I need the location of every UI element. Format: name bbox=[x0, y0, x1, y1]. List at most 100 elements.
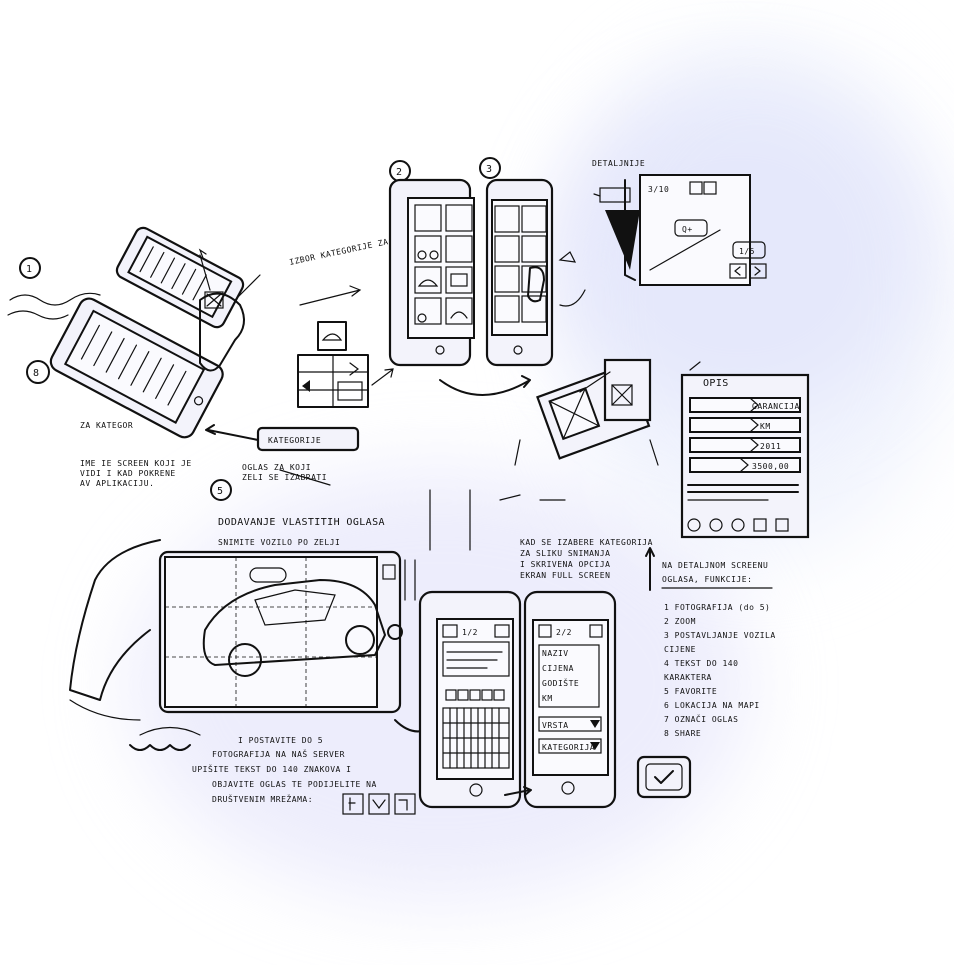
confirm-button-sketch bbox=[636, 755, 692, 799]
chevron-right-icon bbox=[349, 362, 359, 376]
phone-2-field-1: NAZIV bbox=[542, 649, 569, 658]
list-item-9: 7 OZNAČI OGLAS bbox=[664, 713, 738, 724]
step-1-circle bbox=[19, 257, 41, 279]
select-kategorija bbox=[538, 738, 602, 754]
arrow-right-icon bbox=[299, 285, 362, 306]
text-area bbox=[442, 641, 510, 677]
arrow-up-icon bbox=[198, 248, 211, 291]
opis-rows: GARANCIJA KM 2011 3500,00 bbox=[689, 397, 801, 473]
tap-target-sketch bbox=[204, 291, 224, 309]
back-button bbox=[599, 187, 631, 203]
form-phone-2: 2/2 NAZIV CIJENA GODIŠTE KM VRSTA KATEGO… bbox=[504, 590, 617, 809]
fingers-sketch bbox=[129, 744, 191, 751]
picker-note-1: OGLAS ZA KOJI bbox=[242, 463, 311, 472]
home-button bbox=[435, 345, 445, 355]
edit-icon bbox=[753, 518, 767, 532]
keyboard-sketch bbox=[442, 707, 510, 769]
bike-icon bbox=[417, 250, 427, 260]
select-kategorija-label: KATEGORIJA bbox=[542, 743, 595, 752]
car-icon bbox=[417, 279, 439, 287]
dropdown-icon bbox=[590, 720, 600, 728]
step-8-number: 8 bbox=[33, 368, 39, 379]
check-icon bbox=[654, 770, 674, 784]
bottom-line-5: DRUŠTVENIM MREŽAMA: bbox=[212, 793, 313, 804]
car-icon bbox=[337, 381, 363, 401]
bottom-line-2: FOTOGRAFIJA NA NAŠ SERVER bbox=[212, 748, 345, 759]
section-5-note-3: I SKRIVENA OPCIJA bbox=[520, 560, 610, 569]
list-item-6: KARAKTERA bbox=[664, 673, 712, 682]
list-header-2: OGLASA, FUNKCIJE: bbox=[662, 575, 752, 584]
car-tile-sketch bbox=[317, 321, 347, 351]
step-2-number: 2 bbox=[396, 167, 402, 178]
home-button bbox=[513, 345, 523, 355]
list-item-4: CIJENE bbox=[664, 645, 696, 654]
dark-shadow bbox=[605, 210, 640, 270]
scribble bbox=[9, 292, 101, 306]
phone-small-sketch bbox=[115, 226, 245, 329]
finger-sketch bbox=[199, 292, 245, 372]
bottom-line-3: UPIŠITE TEKST DO 140 ZNAKOVA I bbox=[192, 763, 352, 774]
twitter-icon bbox=[368, 793, 390, 815]
camera-viewfinder bbox=[164, 556, 378, 708]
car-sketch bbox=[202, 579, 386, 666]
text-block bbox=[687, 484, 799, 493]
step-8-circle bbox=[26, 360, 50, 384]
doodle bbox=[499, 494, 566, 501]
category-button-label: KATEGORIJE bbox=[268, 436, 321, 445]
list-item-8: 6 LOKACIJA NA MAPI bbox=[664, 701, 760, 710]
search-icon bbox=[731, 518, 745, 532]
boat-icon bbox=[450, 311, 468, 319]
section-5-note-4: EKRAN FULL SCREEN bbox=[520, 571, 610, 580]
shutter-button bbox=[387, 624, 403, 640]
pager-label: 1/5 bbox=[739, 247, 755, 256]
facebook-icon bbox=[342, 793, 364, 815]
heart-icon bbox=[687, 518, 701, 532]
right-feature-list: NA DETALJNOM SCREENU OGLASA, FUNKCIJE: 1… bbox=[636, 547, 776, 799]
truck-icon bbox=[450, 273, 468, 287]
detail-view-group: DETALJNIJE 3/10 Q+ 1/5 bbox=[592, 159, 767, 286]
share-icons-row bbox=[445, 689, 505, 701]
doodle bbox=[429, 289, 586, 551]
step-1-number: 1 bbox=[26, 264, 32, 275]
arrow-up-icon bbox=[645, 547, 655, 591]
step-3-phone: 3 bbox=[439, 157, 554, 396]
left-arrow-icon bbox=[302, 380, 310, 392]
section-5-title: DODAVANJE VLASTITIH OGLASA bbox=[218, 517, 385, 528]
down-arrow-icon bbox=[689, 181, 703, 195]
left-desc-3: AV APLIKACIJU. bbox=[80, 479, 154, 488]
camera-phone-group bbox=[69, 539, 437, 751]
opis-row-1: GARANCIJA bbox=[752, 402, 800, 411]
phone-2-counter: 2/2 bbox=[556, 628, 572, 637]
list-item-1: 1 FOTOGRAFIJA (do 5) bbox=[664, 603, 770, 612]
google-plus-icon bbox=[394, 793, 416, 815]
portrait-phone-sketch bbox=[603, 358, 652, 422]
pager-box bbox=[732, 241, 766, 259]
form-phone-1: 1/2 bbox=[418, 590, 522, 809]
step-2-phone: 2 bbox=[388, 160, 475, 367]
location-icon bbox=[709, 518, 723, 532]
tractor-icon bbox=[417, 313, 427, 323]
list-item-3: 3 POSTAVLJANJE VOZILA bbox=[664, 631, 776, 640]
opis-row-4: 3500,00 bbox=[752, 462, 789, 471]
step-3-number: 3 bbox=[486, 164, 492, 175]
step-5-number: 5 bbox=[217, 486, 223, 497]
phone-2-field-3: GODIŠTE bbox=[542, 677, 579, 688]
phone-2-field-4: KM bbox=[542, 694, 553, 703]
picker-note-2: ZELI SE IZABRATI bbox=[242, 473, 327, 482]
finger-sketch bbox=[527, 266, 545, 303]
arrow-right-icon bbox=[504, 786, 532, 796]
step-5-circle bbox=[210, 479, 232, 501]
picker-caption: IZBOR KATEGORIJE ZA bbox=[289, 237, 390, 267]
opis-title: OPIS bbox=[703, 378, 729, 389]
wheel-front bbox=[228, 643, 262, 677]
list-item-5: 4 TEKST DO 140 bbox=[664, 659, 738, 668]
share-icon bbox=[775, 518, 789, 532]
bottom-line-1: I POSTAVITE DO 5 bbox=[238, 736, 323, 745]
bottom-line-4: OBJAVITE OGLAS TE PODIJELITE NA bbox=[212, 780, 377, 789]
home-button bbox=[469, 783, 483, 797]
rotated-phone-group bbox=[514, 358, 659, 466]
list-item-10: 8 SHARE bbox=[664, 729, 701, 738]
up-arrow-icon bbox=[703, 181, 717, 195]
left-desc-1: IME IE SCREEN KOJI JE bbox=[80, 459, 192, 468]
step-3-circle bbox=[479, 157, 501, 179]
